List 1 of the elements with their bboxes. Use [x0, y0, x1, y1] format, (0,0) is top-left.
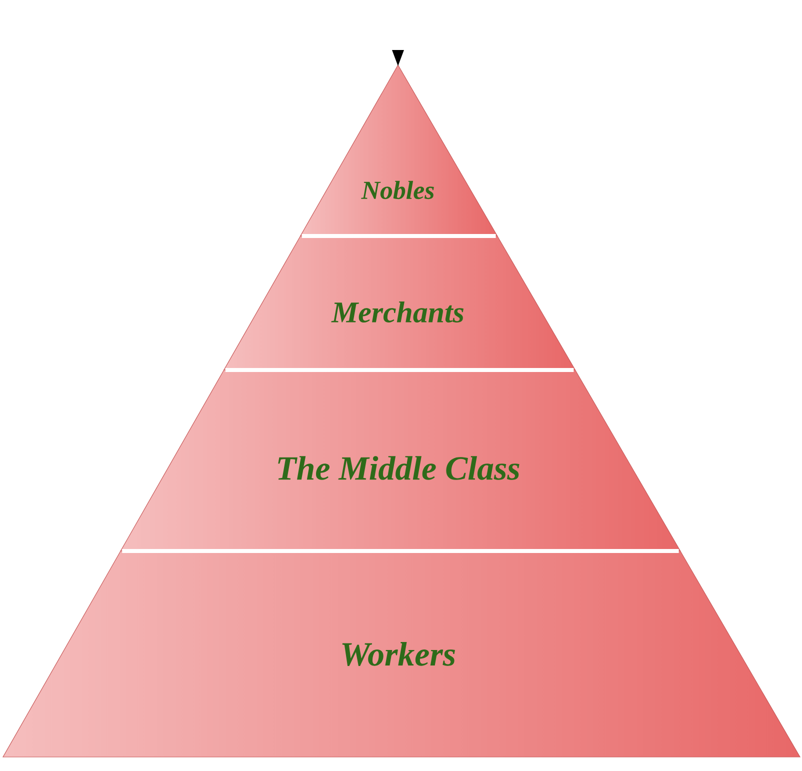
- pyramid-layer: Workers: [2, 550, 801, 758]
